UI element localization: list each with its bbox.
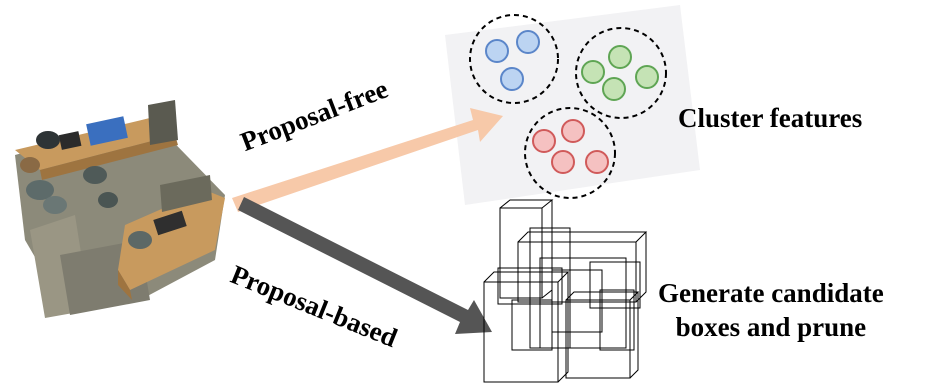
generate-boxes-label: Generate candidate boxes and prune bbox=[658, 276, 884, 344]
candidate-boxes-icon bbox=[483, 199, 648, 383]
cluster-background bbox=[445, 5, 700, 205]
proposal-free-arrow bbox=[232, 108, 503, 212]
office-point-cloud-icon bbox=[15, 100, 225, 318]
cluster-blue bbox=[469, 14, 559, 104]
cluster-features-label: Cluster features bbox=[678, 103, 863, 133]
cluster-red bbox=[524, 107, 616, 199]
cluster-green bbox=[575, 27, 667, 119]
cluster-features-icon bbox=[469, 14, 667, 199]
generate-line-1: Generate candidate bbox=[658, 278, 884, 308]
generate-line-2: boxes and prune bbox=[675, 312, 867, 342]
proposal-based-arrow bbox=[238, 197, 492, 334]
